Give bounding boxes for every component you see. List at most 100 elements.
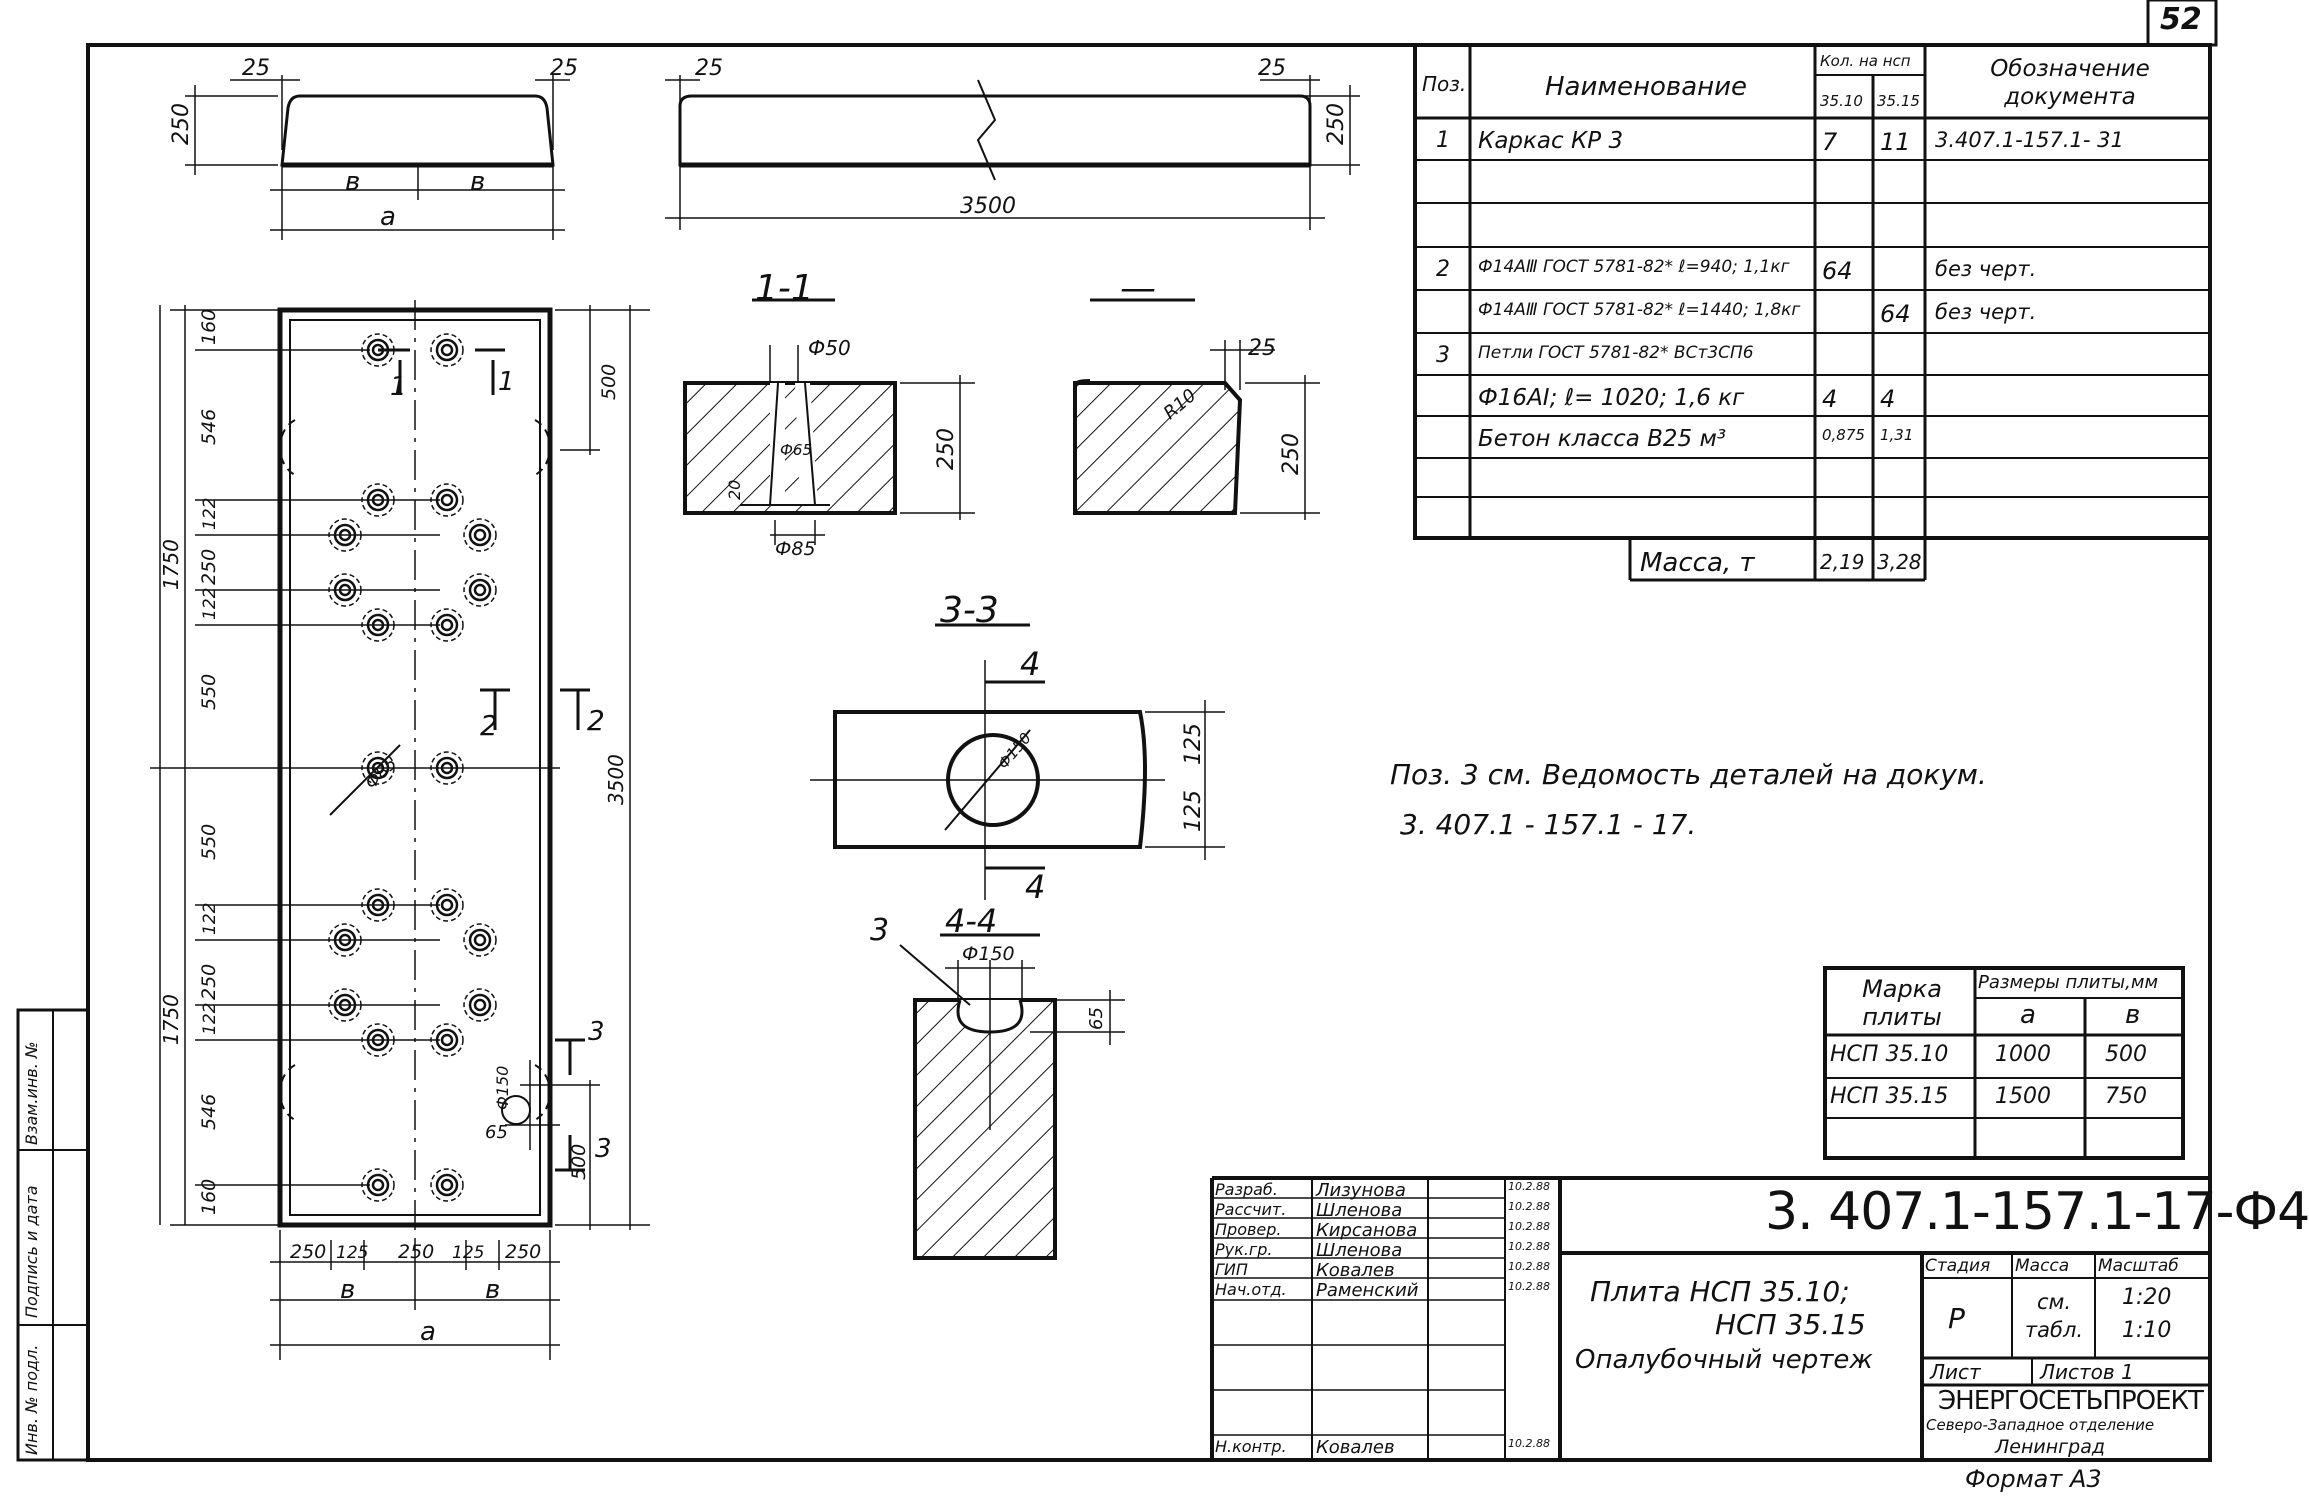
- dim-250-lv: 250: [1324, 103, 1349, 145]
- tb-date: 10.2.88: [1508, 1280, 1550, 1293]
- dim-25-right: 25: [550, 56, 578, 81]
- dim-b-bottom-2: в: [485, 1275, 500, 1305]
- tb-org2: Северо-Западное отделение: [1926, 1416, 2155, 1434]
- cut-4-top: 4: [1020, 645, 1040, 683]
- dim-122-a: 122: [200, 498, 220, 530]
- hole-symbol: [328, 923, 362, 957]
- tb-role: Рассчит.: [1215, 1200, 1287, 1219]
- dim-65-plan: 65: [485, 1122, 508, 1143]
- dim-160-bottom: 160: [198, 1179, 220, 1215]
- tb-role: Рук.гр.: [1215, 1240, 1273, 1259]
- marks-h-sizes: Размеры плиты,мм: [1978, 972, 2159, 993]
- dim-1750-bottom: 1750: [159, 994, 183, 1045]
- dim-250-a: 250: [198, 549, 220, 585]
- dim-25-left: 25: [242, 56, 270, 81]
- spec-row-name: Бетон класса В25 м³: [1478, 426, 1727, 452]
- hole-symbol: [361, 483, 395, 517]
- dim-250-b3: 250: [505, 1241, 541, 1263]
- label-section-3-3: 3-3: [940, 590, 999, 631]
- hole-symbol: [430, 333, 464, 367]
- tb-date: 10.2.88: [1508, 1240, 1550, 1253]
- dim-160-top: 160: [198, 309, 220, 345]
- spec-table-grid: [1413, 43, 2212, 582]
- spec-mass-label: Масса, т: [1640, 548, 1755, 578]
- dim-546-bottom: 546: [198, 1094, 220, 1130]
- sec2-25: 25: [1248, 336, 1276, 361]
- sec11-250: 250: [934, 428, 959, 470]
- section-1-1: [683, 298, 975, 545]
- tb-date: 10.2.88: [1508, 1260, 1550, 1273]
- dim-122-d: 122: [200, 1003, 220, 1035]
- stamp-inv-podl: Инв. № подл.: [22, 1344, 41, 1455]
- spec-h-qty: Кол. на нсп: [1820, 52, 1911, 70]
- sec2-250: 250: [1279, 433, 1304, 475]
- hole-symbol: [361, 1023, 395, 1057]
- spec-row-qty-a: 64: [1822, 257, 1853, 285]
- hole-symbol: [361, 888, 395, 922]
- sec44-65: 65: [1086, 1007, 1107, 1030]
- note-line1: Поз. 3 см. Ведомость деталей на докум.: [1390, 758, 1987, 791]
- tb-stage: Р: [1948, 1302, 1965, 1335]
- hole-symbol: [361, 608, 395, 642]
- spec-row-qty-a: 0,875: [1822, 426, 1865, 444]
- tb-item-line3: Опалубочный чертеж: [1575, 1345, 1873, 1375]
- marks-row-a: 1500: [1995, 1084, 2051, 1109]
- marks-h-b: в: [2125, 1000, 2141, 1030]
- spec-row-name: Каркас КР 3: [1478, 128, 1624, 154]
- dim-122-b: 122: [200, 588, 220, 620]
- tb-name: Шленова: [1316, 1200, 1403, 1221]
- spec-row-qty-b: 11: [1880, 128, 1911, 156]
- dim-125-b1: 125: [336, 1243, 368, 1263]
- marks-row-b: 500: [2105, 1042, 2147, 1067]
- tb-scale-h: Масштаб: [2098, 1256, 2179, 1276]
- tb-name: Ковалев: [1316, 1260, 1395, 1281]
- drawing-labels: 25 25 250 в в a 25 25 250 3500 160 546 1…: [159, 56, 1349, 1347]
- sec44-f150: Ф150: [962, 943, 1015, 965]
- hole-symbol: [430, 1168, 464, 1202]
- dim-a-bottom: a: [420, 1317, 436, 1347]
- spec-h-qty-a: 35.10: [1820, 92, 1863, 110]
- hole-symbol: [361, 333, 395, 367]
- dim-250-end: 250: [169, 103, 194, 145]
- hole-symbol: [463, 923, 497, 957]
- spec-row-qty-b: 64: [1880, 300, 1911, 328]
- hole-symbol: [430, 1023, 464, 1057]
- tb-date: 10.2.88: [1508, 1220, 1550, 1233]
- dim-546-top: 546: [198, 409, 220, 445]
- tb-name: Лизунова: [1316, 1180, 1406, 1201]
- plan-holes: [328, 333, 497, 1202]
- dim-250-b2: 250: [398, 1241, 434, 1263]
- spec-row-doc: без черт.: [1935, 300, 2037, 324]
- tb-scale1: 1:20: [2122, 1285, 2172, 1310]
- long-view: [665, 75, 1360, 230]
- tb-date: 10.2.88: [1508, 1180, 1550, 1193]
- spec-h-qty-b: 35.15: [1877, 92, 1920, 110]
- tb-name: Шленова: [1316, 1240, 1403, 1261]
- cut-3-top: 3: [588, 1017, 605, 1047]
- hole-symbol: [328, 988, 362, 1022]
- tb-org3: Ленинград: [1995, 1436, 2105, 1458]
- tb-mass-h: Масса: [2015, 1256, 2070, 1276]
- spec-row-qty-b: 1,31: [1880, 426, 1914, 444]
- sec11-20: 20: [725, 480, 744, 500]
- marks-row-mark: НСП 35.15: [1830, 1084, 1949, 1109]
- tb-role: ГИП: [1215, 1260, 1248, 1279]
- hole-symbol: [328, 573, 362, 607]
- spec-row-pos: 3: [1436, 343, 1450, 368]
- sec33-125-top: 125: [1181, 723, 1206, 765]
- tb-item-line2: НСП 35.15: [1715, 1308, 1866, 1341]
- label-section-2-2: —: [1120, 268, 1156, 309]
- dim-3500-lv: 3500: [960, 194, 1016, 219]
- label-section-1-1: 1-1: [755, 268, 814, 309]
- spec-row-name: Ф14АⅢ ГОСТ 5781-82* ℓ=1440; 1,8кг: [1478, 300, 1801, 320]
- spec-row-doc: без черт.: [1935, 257, 2037, 281]
- spec-row-doc: 3.407.1-157.1- 31: [1935, 128, 2124, 152]
- spec-h-doc: Обозначение документа: [1990, 56, 2150, 110]
- label-section-4-4: 4-4: [945, 902, 997, 940]
- doc-code: 3. 407.1-157.1-17-Ф4: [1765, 1182, 2309, 1242]
- dim-25-lv-right: 25: [1258, 56, 1286, 81]
- tb-role: Разраб.: [1215, 1180, 1278, 1199]
- tb-date: 10.2.88: [1508, 1437, 1550, 1450]
- dim-b-2: в: [470, 167, 485, 197]
- dim-b-1: в: [345, 167, 360, 197]
